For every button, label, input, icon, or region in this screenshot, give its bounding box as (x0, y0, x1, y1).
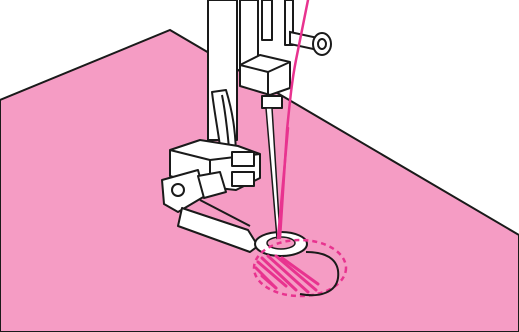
thumb-screw (290, 32, 331, 55)
